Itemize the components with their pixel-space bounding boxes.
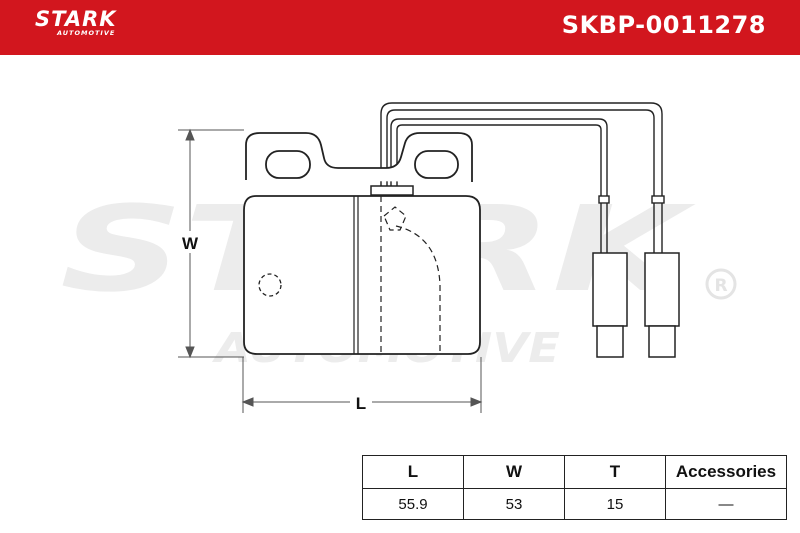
- header-thickness: T: [564, 455, 666, 489]
- connector-clips: [598, 195, 665, 204]
- logo-brand: STARK: [35, 7, 117, 31]
- sensor-connectors: [592, 252, 680, 358]
- header-accessories: Accessories: [665, 455, 787, 489]
- pad-hole-hidden: [258, 273, 282, 297]
- sensor-clip: [370, 185, 414, 196]
- pad-groove: [353, 196, 359, 354]
- mounting-hole-right: [414, 150, 459, 179]
- stark-logo: STARK AUTOMOTIVE: [35, 8, 117, 37]
- wear-sensor-wire: [380, 102, 663, 253]
- svg-text:R: R: [714, 276, 727, 296]
- hidden-sensor-path: [380, 196, 441, 354]
- logo-subtitle: AUTOMOTIVE: [57, 29, 116, 37]
- specs-header-row: L W T Accessories: [362, 455, 787, 489]
- header-bar: STARK AUTOMOTIVE SKBP-0011278: [0, 0, 800, 55]
- registered-mark: R: [705, 268, 737, 300]
- product-code: SKBP-0011278: [561, 11, 766, 39]
- length-label: L: [356, 394, 366, 413]
- value-thickness: 15: [564, 488, 666, 520]
- header-length: L: [362, 455, 464, 489]
- mounting-hole-left: [265, 150, 311, 179]
- specs-table: L W T Accessories 55.9 53 15 —: [362, 455, 787, 520]
- value-length: 55.9: [362, 488, 464, 520]
- value-accessories: —: [665, 488, 787, 520]
- brake-pad-drawing: STARK AUTOMOTIVE R: [60, 102, 737, 413]
- header-width: W: [463, 455, 565, 489]
- specs-value-row: 55.9 53 15 —: [362, 488, 787, 520]
- width-label: W: [182, 234, 199, 253]
- value-width: 53: [463, 488, 565, 520]
- friction-pad: [243, 195, 481, 355]
